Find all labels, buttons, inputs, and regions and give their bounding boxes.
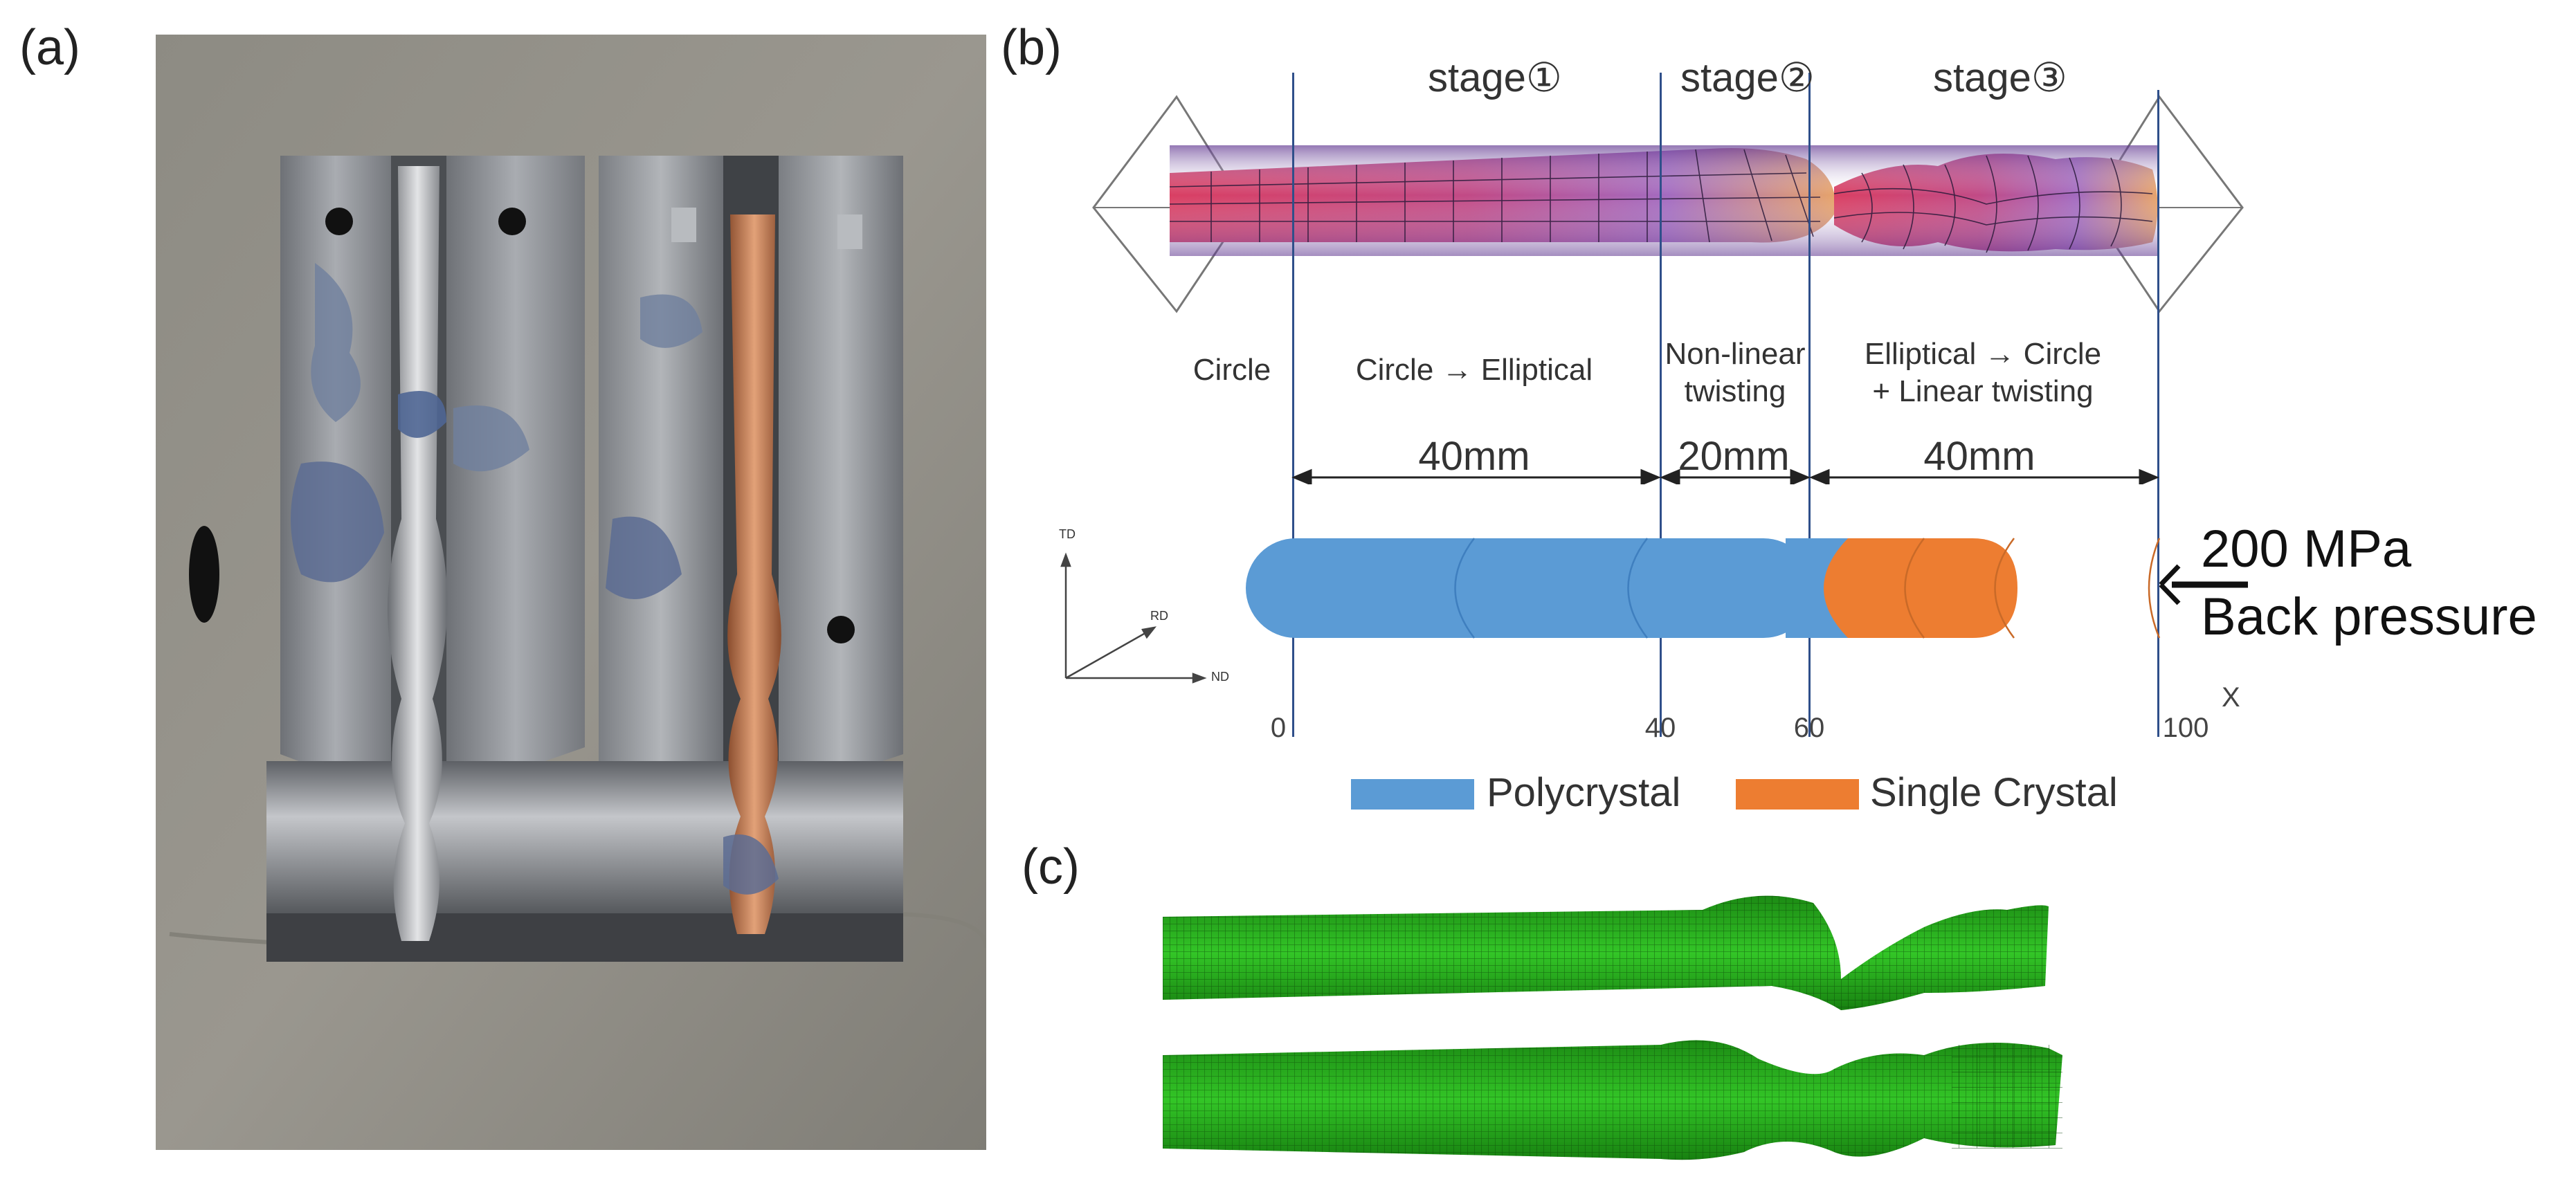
region-nonlinear-twisting: Non-linear twisting bbox=[1662, 336, 1808, 410]
dimension-label-1: 40mm bbox=[1418, 434, 1530, 479]
axis-label-nd: ND bbox=[1211, 670, 1229, 684]
x-axis-label: X bbox=[2222, 682, 2240, 713]
region-circle-to-elliptical: Circle → Elliptical bbox=[1355, 353, 1593, 387]
legend-label-single-crystal: Single Crystal bbox=[1870, 770, 2118, 815]
region-elliptical-line1: Elliptical → Circle bbox=[1864, 337, 2102, 371]
polycrystal-segment bbox=[1246, 538, 1813, 638]
guide-line-x40 bbox=[1660, 73, 1662, 737]
coordinate-axes bbox=[1060, 552, 1207, 684]
region-nonlinear-line2: twisting bbox=[1684, 374, 1786, 408]
axis-label-td: TD bbox=[1059, 527, 1076, 541]
legend-label-polycrystal: Polycrystal bbox=[1487, 770, 1681, 815]
x-tick-0: 0 bbox=[1270, 713, 1287, 743]
region-elliptical-line2: + Linear twisting bbox=[1872, 374, 2094, 408]
dimension-label-3: 40mm bbox=[1923, 434, 2035, 479]
back-pressure-label: Back pressure bbox=[2201, 587, 2537, 646]
twisted-die-illustration bbox=[1092, 95, 2244, 313]
panel-label-b: (b) bbox=[1001, 20, 1062, 75]
axis-label-rd: RD bbox=[1150, 609, 1168, 623]
dimension-arrows bbox=[1291, 468, 2159, 484]
guide-line-x0 bbox=[1292, 73, 1294, 737]
x-tick-60: 60 bbox=[1793, 713, 1825, 743]
legend-swatch-single-crystal bbox=[1736, 779, 1859, 810]
x-tick-40: 40 bbox=[1644, 713, 1676, 743]
guide-line-x60 bbox=[1808, 73, 1811, 737]
fem-meshes bbox=[1163, 895, 2062, 1160]
photo-split-dies bbox=[156, 35, 986, 1150]
legend-swatch-polycrystal bbox=[1351, 779, 1474, 810]
dimension-label-2: 20mm bbox=[1678, 434, 1790, 479]
region-elliptical-linear-twisting: Elliptical → Circle + Linear twisting bbox=[1827, 336, 2139, 410]
guide-line-x100 bbox=[2157, 90, 2159, 737]
panel-label-a: (a) bbox=[19, 20, 80, 75]
fem-mesh-bottom bbox=[1163, 1040, 2062, 1160]
back-pressure-value: 200 MPa bbox=[2201, 520, 2412, 578]
stage-3-label: stage③ bbox=[1933, 55, 2067, 100]
single-crystal-segment bbox=[1813, 538, 2017, 638]
panel-label-c: (c) bbox=[1022, 839, 1080, 895]
region-nonlinear-line1: Non-linear bbox=[1665, 337, 1806, 371]
region-circle: Circle bbox=[1192, 353, 1271, 387]
stage-2-label: stage② bbox=[1680, 55, 1815, 100]
stage-1-label: stage① bbox=[1428, 55, 1562, 100]
x-tick-100: 100 bbox=[2162, 713, 2209, 743]
specimen-bar bbox=[1246, 538, 2161, 639]
fem-mesh-top bbox=[1163, 895, 2049, 1010]
back-pressure-arrow bbox=[2159, 564, 2248, 605]
